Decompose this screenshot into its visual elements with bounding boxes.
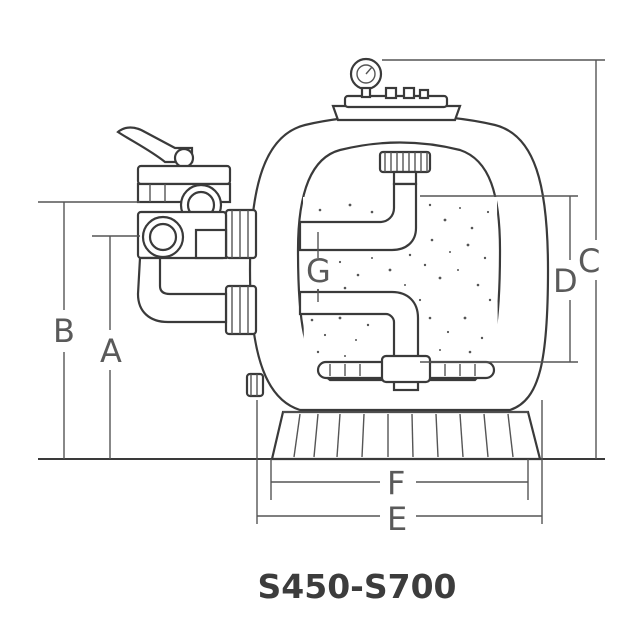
dimension-e xyxy=(256,400,543,524)
dimension-b xyxy=(38,201,140,459)
dimension-d xyxy=(420,195,578,363)
dimension-label-e: E xyxy=(387,500,407,538)
dimension-label-c: C xyxy=(578,242,600,280)
dimension-label-d: D xyxy=(553,262,578,300)
dimension-label-a: A xyxy=(100,332,122,370)
dimension-c xyxy=(382,59,605,459)
filter-base xyxy=(270,410,542,461)
multiport-valve xyxy=(116,126,232,324)
dimension-a xyxy=(92,235,140,459)
top-diffuser xyxy=(298,150,432,252)
dimension-f xyxy=(270,459,529,500)
drain-plug xyxy=(245,372,265,398)
pressure-gauge-icon xyxy=(349,57,383,99)
model-title: S450-S700 xyxy=(258,567,457,606)
bottom-collector xyxy=(298,290,496,392)
dimension-label-f: F xyxy=(387,464,405,502)
tank-lid xyxy=(331,86,462,122)
dimension-label-g: G xyxy=(306,252,331,290)
lower-connector xyxy=(224,284,258,336)
dimension-label-b: B xyxy=(53,312,75,350)
upper-connector xyxy=(224,208,258,260)
